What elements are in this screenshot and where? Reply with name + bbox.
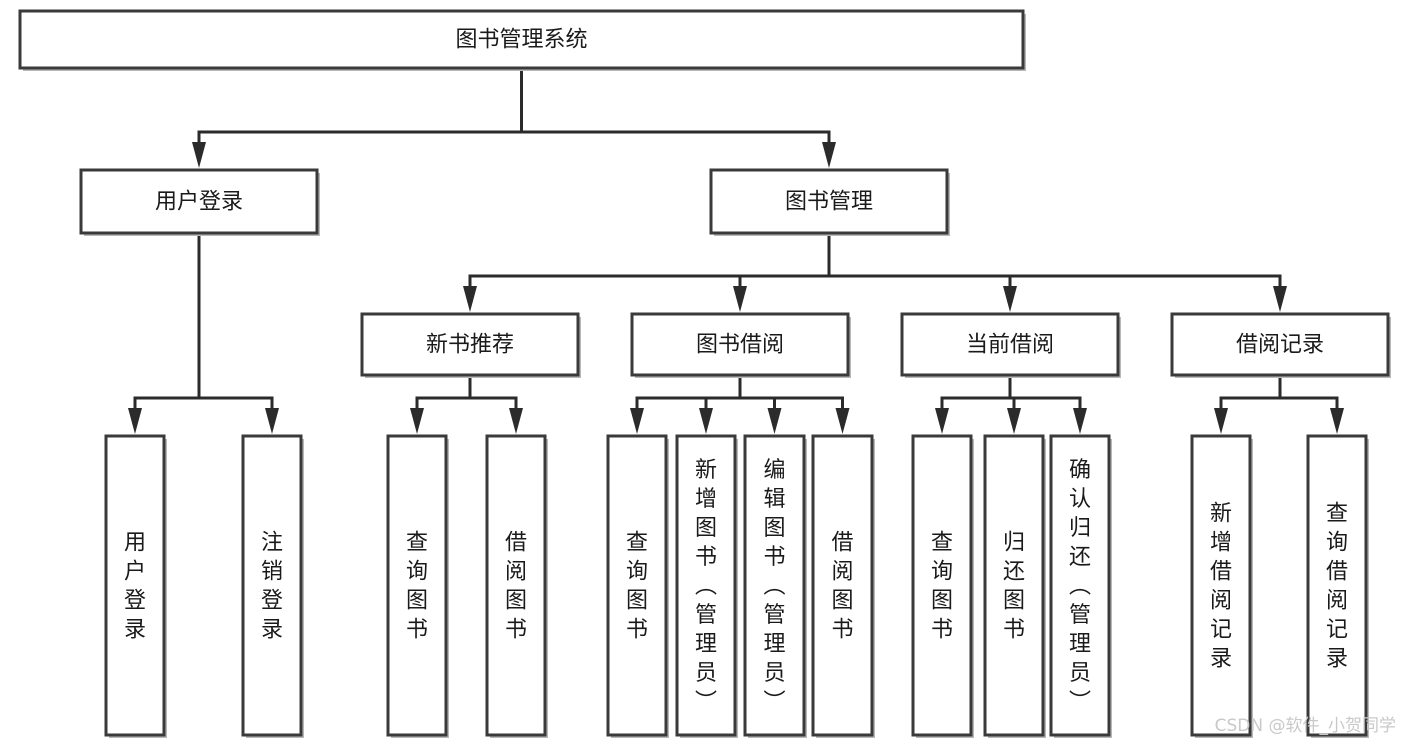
node-box[interactable]: [1049, 434, 1111, 737]
node-box[interactable]: [811, 434, 874, 737]
node-leaf-edit-book[interactable]: 编辑图书︵管理员︶: [743, 434, 807, 738]
node-label: 新增图书︵管理员︶: [695, 458, 717, 715]
node-leaf-add-book[interactable]: 新增图书︵管理员︶: [675, 434, 738, 738]
node-user-login[interactable]: 用户登录: [79, 168, 320, 236]
node-current-borrow[interactable]: 当前借阅: [900, 312, 1121, 378]
node-box[interactable]: [386, 434, 448, 737]
node-label: 用户登录: [155, 190, 243, 215]
node-label: 借阅图书: [831, 531, 853, 643]
node-leaf-add-record[interactable]: 新增借阅记录: [1190, 434, 1253, 738]
node-box[interactable]: [911, 434, 973, 737]
node-new-book-rec[interactable]: 新书推荐: [360, 312, 581, 378]
node-label: 查询图书: [406, 531, 428, 643]
node-label: 查询借阅记录: [1326, 502, 1348, 672]
node-leaf-logout[interactable]: 注销登录: [241, 434, 304, 738]
node-box[interactable]: [79, 168, 319, 235]
node-leaf-borrow-book-2[interactable]: 借阅图书: [811, 434, 875, 738]
csdn-watermark: CSDN @软件_小贺同学: [1215, 716, 1396, 736]
node-box[interactable]: [630, 312, 850, 377]
node-label: 当前借阅: [966, 333, 1054, 358]
node-leaf-borrow-book-1[interactable]: 借阅图书: [485, 434, 548, 738]
node-box[interactable]: [241, 434, 303, 737]
node-label: 图书管理系统: [455, 28, 587, 53]
node-leaf-query-book-2[interactable]: 查询图书: [606, 434, 669, 738]
node-label: 查询图书: [626, 531, 648, 643]
node-label: 归还图书: [1003, 531, 1025, 643]
node-label: 确认归还︵管理员︶: [1069, 458, 1091, 715]
node-box[interactable]: [18, 9, 1025, 70]
node-book-manage[interactable]: 图书管理: [709, 168, 950, 236]
node-label: 新书推荐: [426, 333, 514, 358]
node-leaf-return-book[interactable]: 归还图书: [983, 434, 1046, 738]
node-box[interactable]: [983, 434, 1045, 737]
node-label: 编辑图书︵管理员︶: [763, 458, 785, 715]
node-label: 借阅图书: [505, 531, 527, 643]
node-layer: 图书管理系统用户登录图书管理新书推荐图书借阅当前借阅借阅记录用户登录注销登录查询…: [18, 9, 1391, 738]
node-book-borrow[interactable]: 图书借阅: [630, 312, 851, 378]
node-root[interactable]: 图书管理系统: [18, 9, 1026, 71]
node-leaf-query-book-1[interactable]: 查询图书: [386, 434, 449, 738]
node-box[interactable]: [1190, 434, 1252, 737]
node-label: 图书管理: [785, 190, 873, 215]
node-box[interactable]: [743, 434, 806, 737]
node-label: 借阅记录: [1236, 333, 1324, 358]
node-box[interactable]: [606, 434, 668, 737]
connector-layer: [128, 66, 1344, 434]
node-box[interactable]: [1170, 312, 1390, 377]
node-label: 新增借阅记录: [1210, 502, 1232, 672]
node-leaf-query-book-3[interactable]: 查询图书: [911, 434, 974, 738]
node-box[interactable]: [360, 312, 580, 377]
node-leaf-confirm-return[interactable]: 确认归还︵管理员︶: [1049, 434, 1112, 738]
node-leaf-query-record[interactable]: 查询借阅记录: [1306, 434, 1369, 738]
node-label: 查询图书: [931, 531, 953, 643]
node-label: 图书借阅: [696, 333, 784, 358]
node-borrow-record[interactable]: 借阅记录: [1170, 312, 1391, 378]
node-box[interactable]: [675, 434, 737, 737]
node-leaf-user-login[interactable]: 用户登录: [104, 434, 167, 738]
node-box[interactable]: [104, 434, 166, 737]
node-box[interactable]: [900, 312, 1120, 377]
node-box[interactable]: [709, 168, 949, 235]
node-label: 用户登录: [124, 531, 146, 643]
node-label: 注销登录: [261, 531, 283, 643]
node-box[interactable]: [1306, 434, 1368, 737]
node-box[interactable]: [485, 434, 547, 737]
